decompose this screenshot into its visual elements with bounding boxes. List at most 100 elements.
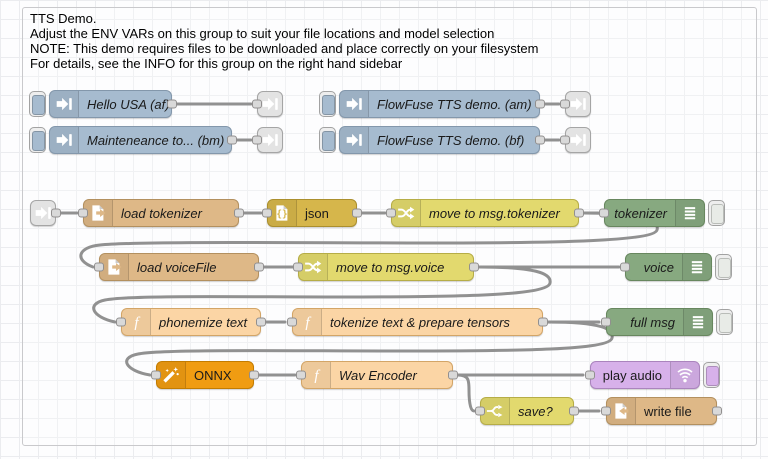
input-port[interactable] [94,262,104,272]
input-port[interactable] [78,208,88,218]
node-load-voicefile[interactable]: load voiceFile [94,253,264,281]
inject-button[interactable] [319,127,336,153]
node-debug-full-msg[interactable]: full msg [601,308,733,336]
input-port[interactable] [287,317,297,327]
node-onnx[interactable]: ONNX [151,361,259,389]
node-link-out[interactable] [252,91,283,117]
node-tokenize-prepare-tensors[interactable]: tokenize text & prepare tensors [287,308,548,336]
output-port[interactable] [51,208,61,218]
input-port[interactable] [252,99,262,109]
inject-button[interactable] [319,91,336,117]
shuffle-icon [392,200,421,226]
debug-output-icon [683,309,712,335]
inject-button[interactable] [29,127,46,153]
node-label: Hello USA (af) [87,96,170,112]
debug-toggle-button[interactable] [715,254,732,280]
input-port[interactable] [560,135,570,145]
debug-toggle-inner [711,204,724,224]
output-port[interactable] [249,370,259,380]
input-port[interactable] [116,317,126,327]
node-json[interactable]: json [262,199,362,227]
node-move-to-msg-voice[interactable]: move to msg.voice [293,253,479,281]
inject-button[interactable] [29,91,46,117]
node-inject-maintenance[interactable]: Mainteneance to... (bm) [29,126,237,154]
inject-arrow-icon [340,127,369,153]
node-label: load tokenizer [121,205,202,221]
input-port[interactable] [293,262,303,272]
output-port[interactable] [574,208,584,218]
input-port[interactable] [599,208,609,218]
output-port[interactable] [538,317,548,327]
json-file-icon [268,200,297,226]
inject-button-inner [32,131,45,151]
output-port[interactable] [535,135,545,145]
input-port[interactable] [296,370,306,380]
inject-button-inner [32,95,45,115]
output-port[interactable] [535,99,545,109]
output-port[interactable] [256,317,266,327]
output-port[interactable] [167,99,177,109]
node-play-audio[interactable]: play audio [585,361,720,389]
debug-toggle-button[interactable] [708,200,725,226]
inject-arrow-icon [340,91,369,117]
input-port[interactable] [252,135,262,145]
input-port[interactable] [262,208,272,218]
node-label: load voiceFile [137,259,217,275]
node-label: move to msg.tokenizer [429,205,560,221]
node-label: move to msg.voice [336,259,445,275]
node-phonemize-text[interactable]: phonemize text [116,308,266,336]
output-port[interactable] [254,262,264,272]
node-link-out[interactable] [252,127,283,153]
node-label: FlowFuse TTS demo. (bf) [377,132,525,148]
input-port[interactable] [601,317,611,327]
output-port[interactable] [234,208,244,218]
wire[interactable] [456,373,476,413]
input-port[interactable] [601,406,611,416]
inject-button-inner [322,95,335,115]
node-load-tokenizer[interactable]: load tokenizer [78,199,244,227]
node-link-out[interactable] [560,91,591,117]
inject-button-inner [322,131,335,151]
file-export-icon [84,200,113,226]
output-port[interactable] [227,135,237,145]
debug-output-icon [682,254,711,280]
output-port[interactable] [469,262,479,272]
output-port[interactable] [352,208,362,218]
file-import-icon [607,398,636,424]
node-link-out[interactable] [560,127,591,153]
node-inject-flowfuse-am[interactable]: FlowFuse TTS demo. (am) [319,90,545,118]
node-link-in[interactable] [30,200,61,226]
function-icon [302,362,331,388]
node-move-to-msg-tokenizer[interactable]: move to msg.tokenizer [386,199,584,227]
input-port[interactable] [386,208,396,218]
input-port[interactable] [151,370,161,380]
node-label: FlowFuse TTS demo. (am) [377,96,532,112]
magic-wand-icon [157,362,186,388]
input-port[interactable] [620,262,630,272]
input-port[interactable] [475,406,485,416]
node-label: Wav Encoder [339,367,417,383]
node-switch-save[interactable]: save? [475,397,579,425]
play-audio-button-inner [706,366,719,386]
node-label: ONNX [194,367,232,383]
node-wav-encoder[interactable]: Wav Encoder [296,361,458,389]
shuffle-icon [299,254,328,280]
function-icon [293,309,322,335]
node-inject-hello-usa[interactable]: Hello USA (af) [29,90,177,118]
node-write-file[interactable]: write file [601,397,722,425]
debug-toggle-button[interactable] [716,309,733,335]
input-port[interactable] [585,370,595,380]
wire[interactable] [79,211,659,269]
wire[interactable] [92,265,552,324]
output-port[interactable] [712,406,722,416]
play-audio-button[interactable] [703,362,720,388]
node-debug-tokenizer[interactable]: tokenizer [599,199,725,227]
node-inject-flowfuse-bf[interactable]: FlowFuse TTS demo. (bf) [319,126,545,154]
input-port[interactable] [560,99,570,109]
wire[interactable] [125,320,614,377]
output-port[interactable] [569,406,579,416]
node-debug-voice[interactable]: voice [620,253,732,281]
output-port[interactable] [448,370,458,380]
